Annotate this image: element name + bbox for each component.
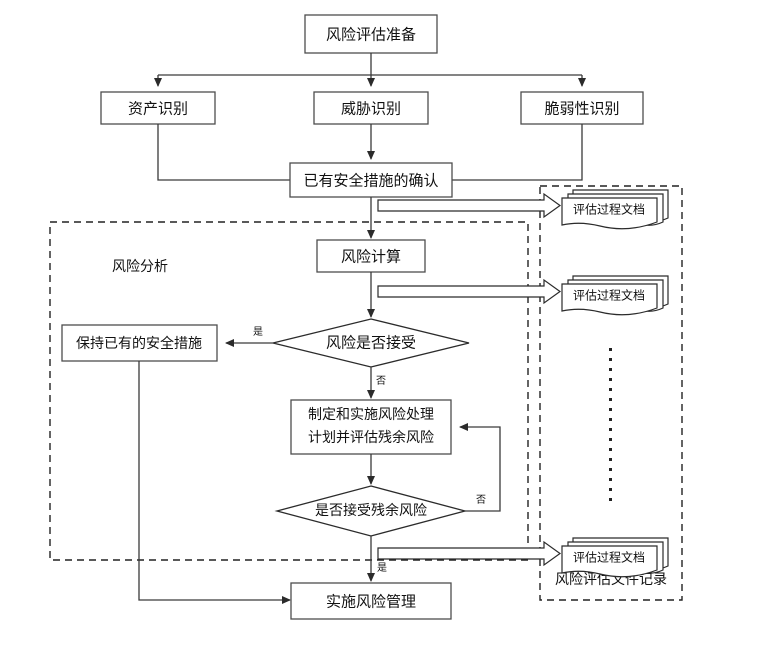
node-treatment-plan[interactable] <box>290 399 452 455</box>
document-stack-2[interactable]: 评估过程文档 <box>561 275 669 316</box>
doc-1-sheet-front <box>561 197 658 230</box>
edge-asset-to-controls <box>157 124 290 181</box>
doc-2-label: 评估过程文档 <box>573 288 645 303</box>
block-arrow-to-doc-1 <box>377 192 562 219</box>
doc-2-sheet-front <box>561 283 658 316</box>
node-risk-assessment-prep[interactable] <box>304 14 438 54</box>
edge-label-no-accept: 否 <box>376 375 386 387</box>
panel-risk-analysis-label: 风险分析 <box>112 259 168 275</box>
node-asset-identification[interactable] <box>100 91 216 125</box>
node-asset-identification-label: 资产识别 <box>128 100 188 118</box>
block-arrow-to-doc-3 <box>377 540 562 567</box>
edge-vuln-to-controls <box>452 124 583 181</box>
node-keep-existing-controls-label: 保持已有的安全措施 <box>76 335 202 352</box>
panel-records-border <box>539 185 683 601</box>
node-decision-residual-accept-label: 是否接受残余风险 <box>315 502 427 519</box>
node-risk-assessment-prep-label: 风险评估准备 <box>326 26 416 44</box>
edge-label-yes-residual: 是 <box>377 562 387 574</box>
node-threat-identification[interactable] <box>313 91 429 125</box>
block-arrow-to-doc-2 <box>377 278 562 305</box>
vertical-ellipsis-icon <box>609 348 612 501</box>
node-implement-risk-management-label: 实施风险管理 <box>326 593 416 611</box>
node-implement-risk-management[interactable] <box>290 582 452 620</box>
document-stack-3[interactable]: 评估过程文档 <box>561 537 669 578</box>
doc-3-label: 评估过程文档 <box>573 550 645 565</box>
node-treatment-plan-line1: 制定和实施风险处理 <box>308 407 434 423</box>
edge-label-yes-accept: 是 <box>253 326 263 338</box>
node-treatment-plan-line2: 计划并评估残余风险 <box>308 429 434 446</box>
node-existing-controls-label: 已有安全措施的确认 <box>303 172 438 190</box>
node-risk-calculation[interactable] <box>316 239 426 273</box>
doc-1-label: 评估过程文档 <box>573 202 645 217</box>
node-vulnerability-identification-label: 脆弱性识别 <box>544 100 619 118</box>
node-threat-identification-label: 威胁识别 <box>341 100 401 118</box>
panel-records-label: 风险评估文件记录 <box>555 572 667 588</box>
edge-label-no-residual: 否 <box>476 494 486 506</box>
edge-keep-to-implement <box>138 361 291 604</box>
node-decision-risk-accept-label: 风险是否接受 <box>326 334 416 352</box>
node-risk-calculation-label: 风险计算 <box>341 248 401 266</box>
edge-residual-no-loop <box>459 423 501 512</box>
doc-3-sheet-front <box>561 545 658 578</box>
document-stack-1[interactable]: 评估过程文档 <box>561 189 669 230</box>
